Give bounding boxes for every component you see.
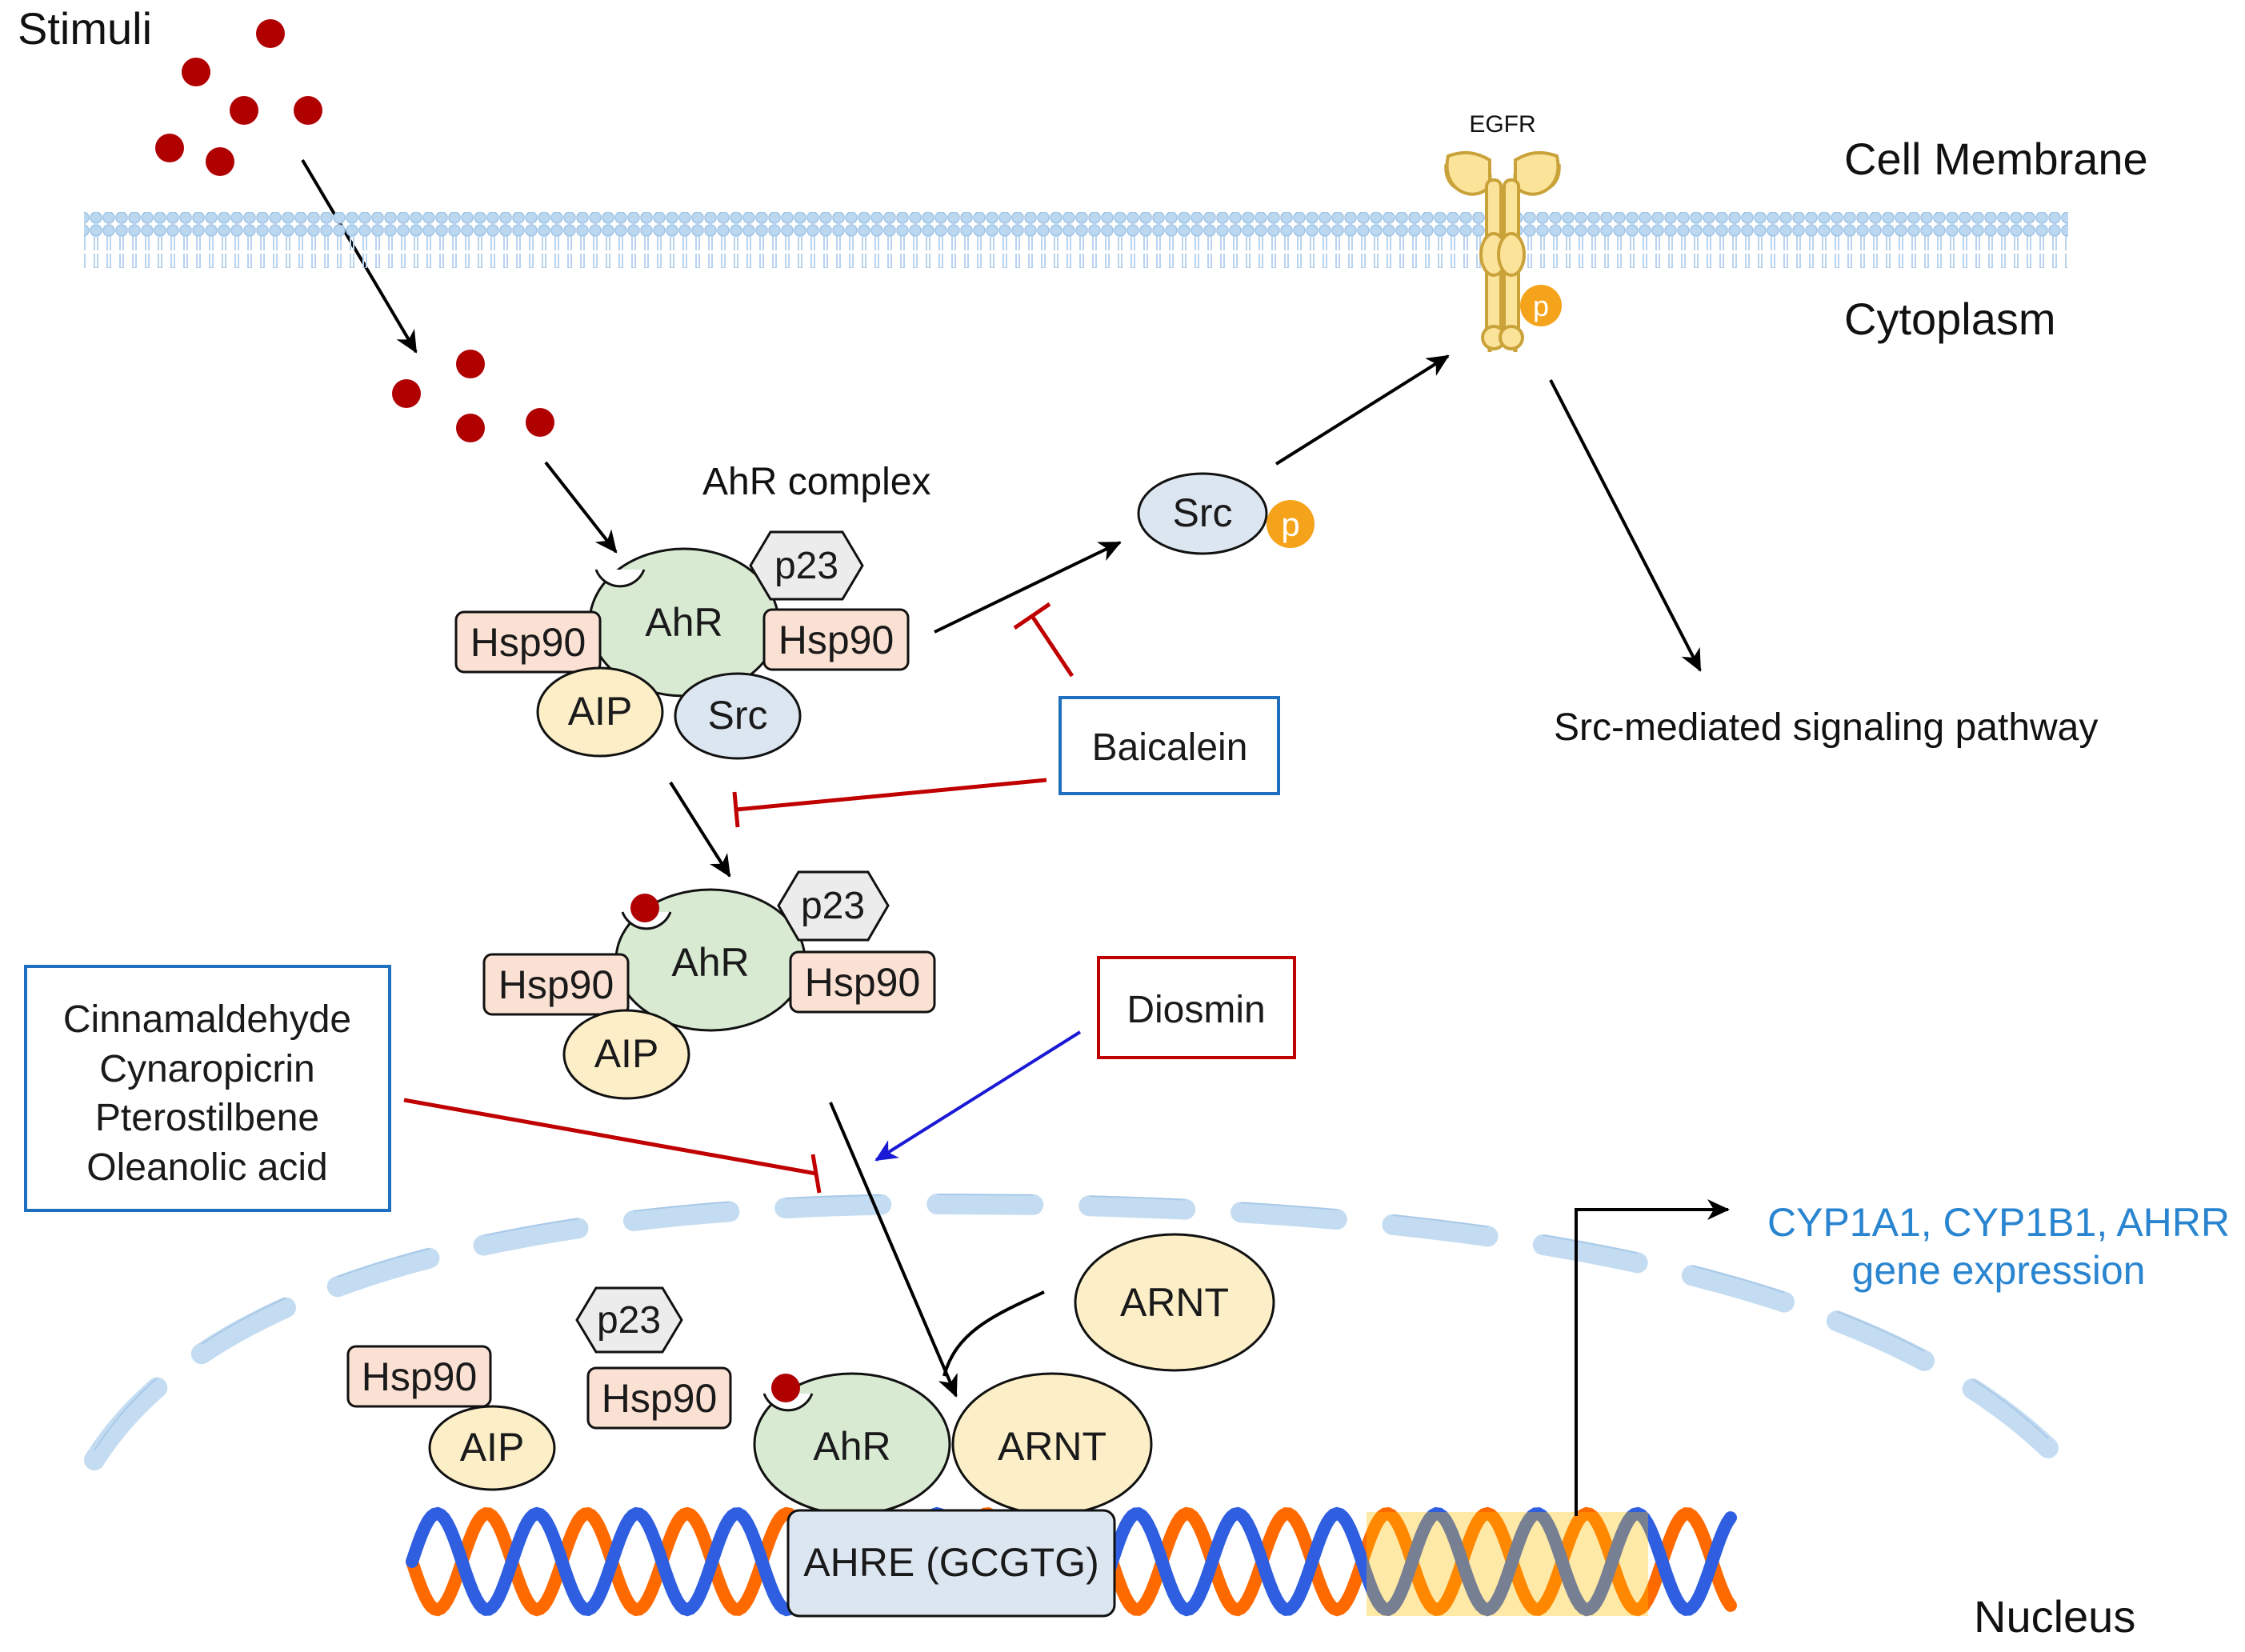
activation-arrow [669,781,731,878]
cell-membrane [84,212,2068,268]
dna-arnt-label: ARNT [998,1424,1106,1469]
stimuli-label: Stimuli [18,3,152,54]
ahr-complex-hsp90-right-label: Hsp90 [778,618,894,662]
src-active-label: Src [1173,490,1233,535]
ahr-complex-hsp90-left [454,610,602,674]
nucleus-label: Nucleus [1974,1591,2135,1642]
compounds-box [24,965,391,1212]
egfr-phospho-icon [1520,285,1562,326]
nucleus-hsp90-b-label: Hsp90 [602,1376,718,1421]
cell-membrane-label: Cell Membrane [1844,134,2148,184]
diosmin-label: Diosmin [1127,989,1265,1031]
compound-2: Cynaropicrin [99,1048,314,1090]
bound-complex-hsp90-left-label: Hsp90 [498,962,614,1007]
compound-1: Cinnamaldehyde [63,998,351,1041]
diosmin-activate-arrow [874,1030,1082,1162]
ahr-complex-src-label: Src [708,693,768,738]
ligand-bound-complex: AhR p23 Hsp90 Hsp90 AIP [482,870,936,1100]
ahr-complex-hsp90-left-label: Hsp90 [470,620,586,665]
arnt-free [1074,1233,1275,1372]
bound-complex-p23 [777,870,890,942]
ahre-label: AHRE (GCGTG) [803,1540,1098,1585]
ahr-complex-aip [536,666,664,758]
bound-ligand [630,894,659,922]
ahr-complex-src [674,672,802,760]
compounds-inhibit-line [403,1098,822,1194]
ligand-binding-arrow [544,461,618,554]
ahr-complex-title: AhR complex [702,461,930,503]
stimuli-ligands [155,19,322,176]
baicalein-box [1058,696,1280,795]
transcription-arrow [1575,1199,1730,1516]
ahr-complex-hsp90-right [762,608,910,671]
ahr-complex-p23 [749,530,864,601]
gene-highlight [1367,1512,1648,1616]
nuclear-translocation-arrow [829,1102,958,1398]
ahr-complex-p23-label: p23 [774,545,838,587]
nucleus-hsp90-a-label: Hsp90 [362,1354,478,1399]
src-to-egfr-arrow [1275,354,1450,466]
nuclear-envelope [84,1193,2071,1470]
nucleus-p23 [575,1286,683,1354]
egfr-label: EGFR [1469,111,1535,138]
egfr-to-pathway-arrow [1549,379,1702,672]
gene-expression-line2: gene expression [1852,1248,2146,1293]
gene-expression-line1: CYP1A1, CYP1B1, AHRR [1767,1200,2230,1245]
bound-complex-p23-label: p23 [801,885,865,927]
ahre-box [786,1509,1116,1618]
dna-ahr-label: AhR [813,1424,890,1469]
ahr-complex-aip-label: AIP [568,689,633,734]
nucleus-p23-label: p23 [597,1299,661,1342]
baicalein-inhibit-src [1013,602,1074,678]
baicalein-inhibit-ligand [732,778,1047,828]
arnt-free-label: ARNT [1120,1280,1229,1325]
bound-complex-hsp90-left [482,953,630,1016]
src-phospho-label: p [1281,506,1299,543]
compound-4: Oleanolic acid [86,1146,328,1189]
bound-complex-aip [562,1009,690,1100]
bound-complex-hsp90-right [789,950,936,1014]
src-release-arrow [934,541,1122,634]
cytoplasm-label: Cytoplasm [1844,294,2056,344]
egfr-receptor: EGFR p [1444,111,1562,352]
nucleus-hsp90-a [346,1345,492,1408]
diosmin-box [1097,956,1296,1059]
src-phospho-icon [1267,500,1315,548]
nucleus-aip-label: AIP [460,1425,525,1470]
src-pathway-label: Src-mediated signaling pathway [1554,706,2098,749]
egfr-phospho-label: p [1533,290,1549,322]
dna-ahr-ligand [771,1374,800,1402]
bound-complex-aip-label: AIP [594,1031,659,1076]
bound-complex-ahr-label: AhR [671,940,749,985]
src-active: Src p [1137,472,1315,555]
nucleus-aip [428,1405,556,1491]
baicalein-label: Baicalein [1092,726,1248,769]
bound-complex-hsp90-right-label: Hsp90 [805,960,921,1005]
compound-3: Pterostilbene [95,1097,319,1139]
ahr-complex-ahr: AhR [645,600,722,645]
ahr-complex: AhR p23 Hsp90 Hsp90 AIP Src [454,530,910,760]
cytoplasm-ligands [392,350,554,442]
arnt-join-curve [942,1290,1045,1377]
nucleus-hsp90-b [586,1366,732,1430]
